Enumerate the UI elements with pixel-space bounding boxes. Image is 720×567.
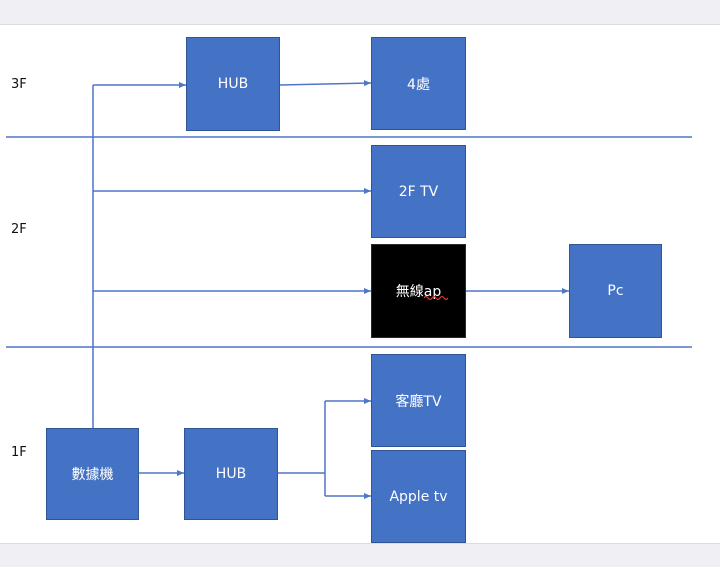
floor-label-3f: 3F [11, 77, 27, 92]
living-tv-node[interactable]: 客廳TV [371, 354, 466, 447]
wireless-ap-label: 無線ap [395, 284, 442, 300]
apple-tv-label: Apple tv [389, 488, 448, 505]
modem-label: 數據機 [71, 467, 114, 483]
room4-label: 4處 [407, 76, 430, 93]
modem-node[interactable]: 數據機 [46, 428, 139, 520]
spellcheck-underline [424, 295, 448, 301]
tv-2f-node[interactable]: 2F TV [371, 145, 466, 238]
apple-tv-node[interactable]: Apple tv [371, 450, 466, 543]
hub-1f-label: HUB [215, 466, 247, 482]
hub-3f-node[interactable]: HUB [186, 37, 280, 131]
tv-2f-label: 2F TV [398, 183, 439, 200]
room4-node[interactable]: 4處 [371, 37, 466, 130]
floor-label-1f: 1F [11, 445, 27, 460]
hub-3f-label: HUB [217, 76, 249, 92]
floor-label-2f: 2F [11, 222, 27, 237]
living-tv-label: 客廳TV [395, 393, 442, 410]
wireless-ap-node[interactable]: 無線ap [371, 244, 466, 338]
pc-label: Pc [607, 283, 624, 299]
pc-node[interactable]: Pc [569, 244, 662, 338]
hub-1f-node[interactable]: HUB [184, 428, 278, 520]
